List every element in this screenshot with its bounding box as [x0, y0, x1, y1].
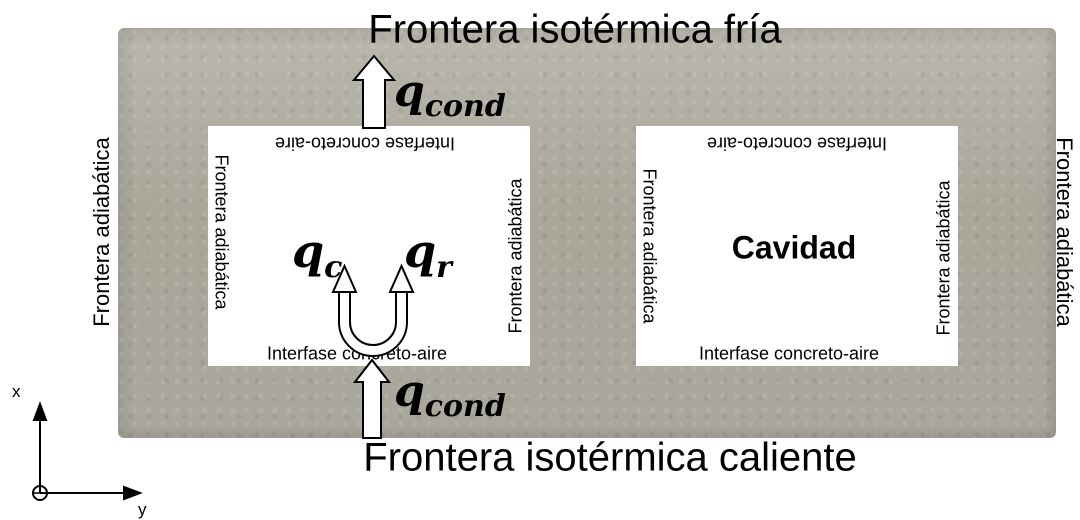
axis-x-label: x: [12, 382, 21, 401]
q-c-label: qc: [292, 224, 343, 286]
axes: [32, 401, 143, 501]
cold-boundary-label: Frontera isotérmica fría: [368, 7, 782, 52]
cavity-title: Cavidad: [731, 229, 857, 266]
axis-y-label: y: [138, 500, 147, 519]
arrow-split-qc-qr: [331, 263, 415, 357]
cav2-bottom-interface-label: Interfase concreto-aire: [698, 343, 880, 364]
cav1-bottom-interface-label: Interfase concreto-aire: [266, 343, 448, 364]
arrow-q-cond-bottom: [352, 358, 392, 439]
arrow-q-cond-top: [351, 54, 397, 129]
q-cond-top-label: qcond: [394, 66, 506, 124]
hot-boundary-label: Frontera isotérmica caliente: [363, 435, 857, 480]
q-r-label: qr: [404, 224, 452, 286]
cavity-left: [208, 126, 530, 366]
q-cond-bottom-label: qcond: [394, 366, 506, 424]
cavity-right: [636, 126, 958, 366]
